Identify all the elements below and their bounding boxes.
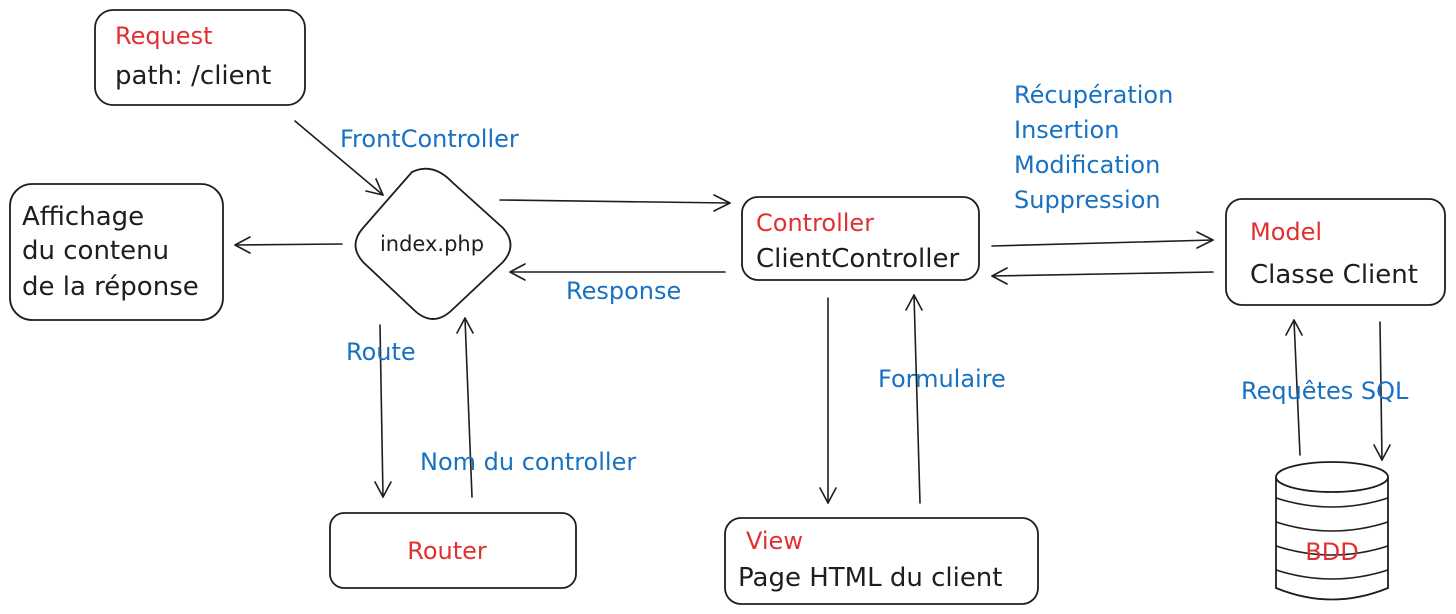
request-path: path: /client: [115, 61, 271, 91]
front-controller-node: index.php: [354, 167, 512, 320]
arrow-front-to-affichage: [234, 236, 343, 254]
controller-title: Controller: [756, 209, 874, 237]
arrow-request-to-front: [294, 120, 384, 196]
database-node: BDD: [1275, 461, 1389, 601]
router-node: Router: [329, 512, 577, 589]
controller-node: Controller ClientController: [741, 196, 980, 281]
model-class: Classe Client: [1250, 260, 1418, 290]
arrow-controller-to-front: [509, 263, 726, 281]
operation-recuperation: Récupération: [1014, 81, 1173, 109]
arrow-database-to-model: [1285, 319, 1303, 456]
edge-label-formulaire: Formulaire: [878, 365, 1006, 393]
operation-modification: Modification: [1014, 151, 1160, 179]
view-title: View: [746, 527, 803, 555]
model-node: Model Classe Client: [1225, 198, 1446, 306]
edge-label-route: Route: [346, 338, 416, 366]
view-node: View Page HTML du client: [724, 517, 1039, 605]
controller-class: ClientController: [756, 244, 959, 274]
arrow-front-to-controller: [499, 194, 731, 212]
router-title: Router: [407, 537, 487, 565]
operation-insertion: Insertion: [1014, 116, 1119, 144]
arrow-model-to-controller: [991, 267, 1214, 285]
operation-suppression: Suppression: [1014, 186, 1161, 214]
request-node: Request path: /client: [94, 9, 306, 106]
affichage-line-3: de la réponse: [22, 272, 199, 302]
arrow-model-to-database: [1373, 321, 1391, 461]
affichage-line-1: Affichage: [22, 202, 144, 232]
arrow-view-to-controller: [905, 294, 923, 504]
affichage-line-2: du contenu: [22, 236, 169, 266]
arrow-front-to-router: [374, 324, 392, 498]
front-controller-label: index.php: [380, 232, 484, 256]
view-page: Page HTML du client: [738, 563, 1002, 593]
model-title: Model: [1250, 218, 1322, 246]
arrow-controller-to-model: [991, 231, 1214, 249]
arrow-router-to-front: [456, 317, 474, 498]
edge-label-front-controller: FrontController: [340, 125, 519, 153]
operations-list: Récupération Insertion Modification Supp…: [1014, 81, 1173, 214]
database-label: BDD: [1305, 538, 1358, 566]
affichage-node: Affichage du contenu de la réponse: [9, 183, 224, 321]
edge-label-sql: Requêtes SQL: [1241, 377, 1409, 405]
edge-label-controller-name: Nom du controller: [420, 448, 636, 476]
arrow-controller-to-view: [819, 297, 837, 504]
edge-label-response: Response: [566, 277, 681, 305]
request-title: Request: [115, 22, 213, 50]
